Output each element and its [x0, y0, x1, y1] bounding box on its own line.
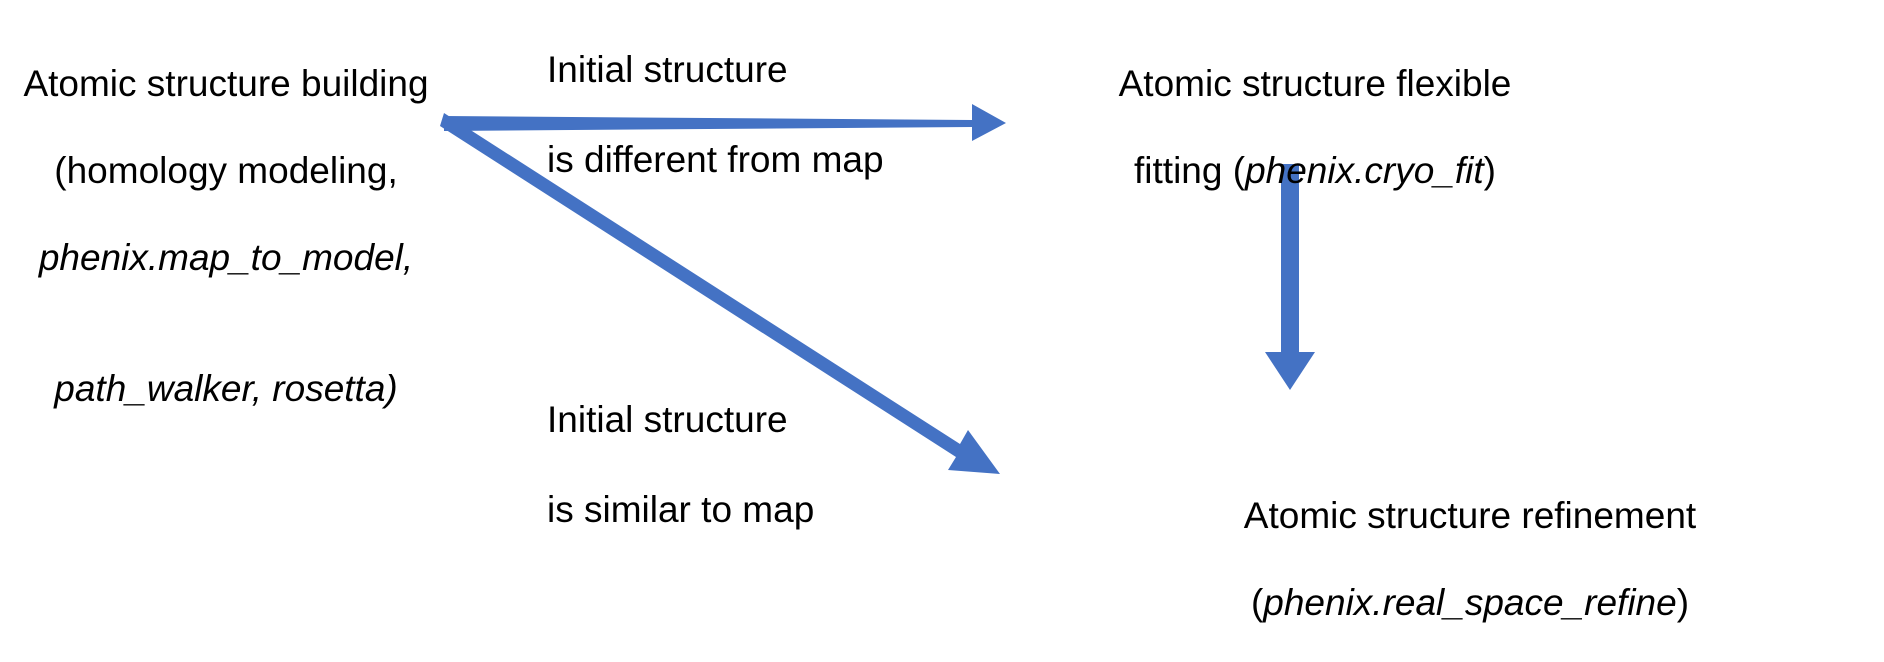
- edge-label-different-line-2: is different from map: [547, 139, 884, 181]
- node-building-line-1: Atomic structure building: [23, 62, 429, 104]
- edge-label-similar-line-2: is similar to map: [547, 489, 815, 531]
- node-atomic-structure-flexible-fitting: Atomic structure flexible fitting (pheni…: [1080, 18, 1550, 236]
- node-atomic-structure-building: Atomic structure building (homology mode…: [0, 18, 452, 455]
- node-flexible-fitting-line-2: fitting (phenix.cryo_fit): [1080, 149, 1550, 193]
- node-refinement-line-1: Atomic structure refinement: [1243, 494, 1697, 536]
- node-refinement-prefix: (: [1250, 581, 1264, 623]
- node-building-line-4: path_walker, rosetta): [0, 324, 452, 411]
- node-flexible-fitting-suffix: ): [1483, 149, 1496, 191]
- edge-label-similar-line-1: Initial structure: [547, 399, 788, 441]
- node-refinement-command: phenix.real_space_refine: [1263, 581, 1677, 623]
- node-refinement-suffix: ): [1676, 581, 1690, 623]
- node-building-line-4-italic: path_walker, rosetta): [54, 368, 398, 410]
- edge-label-similar-to-map: Initial structure is similar to map: [547, 352, 947, 578]
- node-flexible-fitting-command: phenix.cryo_fit: [1245, 149, 1484, 191]
- node-atomic-structure-refinement: Atomic structure refinement (phenix.real…: [1055, 450, 1884, 662]
- node-flexible-fitting-prefix: fitting (: [1134, 149, 1246, 191]
- node-building-line-3: phenix.map_to_model,: [38, 237, 414, 279]
- node-flexible-fitting-line-1: Atomic structure flexible: [1118, 62, 1512, 104]
- node-building-line-2: (homology modeling,: [54, 149, 398, 191]
- edge-label-different-from-map: Initial structure is different from map: [547, 2, 947, 228]
- node-refinement-line-2: (phenix.real_space_refine): [1055, 581, 1884, 625]
- edge-label-different-line-1: Initial structure: [547, 49, 788, 91]
